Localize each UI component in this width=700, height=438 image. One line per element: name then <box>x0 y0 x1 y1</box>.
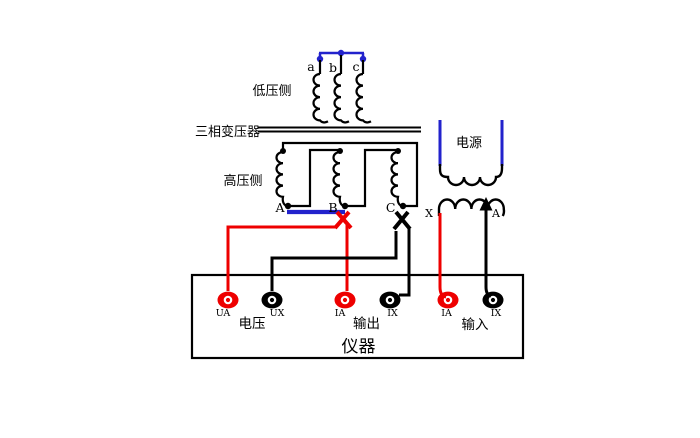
delta-link-b-to-c <box>345 148 396 208</box>
terminal-ua-hole <box>223 295 233 305</box>
lv-terminal-b-label: b <box>329 60 337 75</box>
delta-link-c-to-a <box>281 141 419 208</box>
high-voltage-section: A B C 高压侧 <box>223 141 419 215</box>
low-voltage-section: a b c 低压侧 <box>252 49 372 124</box>
power-source-label: 电源 <box>456 136 482 151</box>
lv-terminal-c-label: c <box>352 59 359 74</box>
terminal-a-dot <box>284 202 292 210</box>
terminal-ia-input-label: IA <box>441 308 452 319</box>
lv-windings <box>312 72 372 124</box>
junction-dot <box>280 148 286 154</box>
junction-dot <box>316 55 324 63</box>
hv-terminal-a-label: A <box>274 200 285 215</box>
junction-dot <box>337 49 345 57</box>
instrument-label: 仪器 <box>342 337 376 357</box>
terminal-ux-label: UX <box>270 308 285 319</box>
junction-dot <box>359 55 367 63</box>
hv-winding-c <box>390 150 404 208</box>
wire-c-to-ux <box>270 231 398 291</box>
instrument-box: UA UX IA IX IA IX 电压 输出 输入 仪器 <box>190 273 525 360</box>
terminal-b-dot <box>341 202 349 210</box>
lv-bus-junction-dots <box>316 49 367 63</box>
hv-winding-b <box>332 150 346 208</box>
terminal-ia-output <box>334 291 356 309</box>
output-group-label: 输出 <box>353 316 380 332</box>
voltage-group-label: 电压 <box>239 316 266 332</box>
wire-c-to-ix-output <box>399 229 411 297</box>
lv-winding-a <box>312 72 329 124</box>
junction-dot <box>337 148 343 154</box>
black-clip-c <box>392 210 412 231</box>
terminal-ix-output <box>379 291 401 309</box>
high-voltage-side-label: 高压侧 <box>223 173 262 189</box>
terminal-ix-input <box>482 291 504 309</box>
source-terminal-a-label: A <box>491 207 501 220</box>
terminal-ix-input-hole <box>488 295 498 305</box>
source-input-leads <box>438 120 504 166</box>
hv-windings <box>275 150 404 208</box>
terminal-ix-output-hole <box>385 295 395 305</box>
hv-junction-dots <box>280 148 407 210</box>
terminal-ia-input-hole <box>443 295 453 305</box>
wire-b-to-ua <box>226 225 337 291</box>
red-clip-b <box>333 210 353 230</box>
terminal-ux-hole <box>267 295 277 305</box>
wire-source-x-to-ia-input <box>438 213 447 299</box>
terminal-ua <box>217 291 239 309</box>
terminal-ix-input-label: IX <box>491 308 502 319</box>
terminal-ia-output-label: IA <box>335 308 346 319</box>
terminal-ia-output-hole <box>340 295 350 305</box>
low-voltage-side-label: 低压侧 <box>252 84 291 99</box>
input-group-label: 输入 <box>462 317 489 333</box>
source-primary-winding <box>438 164 504 187</box>
source-terminal-x-label: X <box>425 207 433 220</box>
lv-terminal-a-label: a <box>307 59 315 74</box>
hv-terminal-b-label: B <box>328 200 337 215</box>
hv-winding-a <box>275 150 289 208</box>
junction-dot <box>395 148 401 154</box>
delta-link-a-to-b <box>288 148 338 208</box>
transformer-core <box>258 126 421 133</box>
test-leads <box>226 197 493 299</box>
wire-source-a-to-ix-input <box>484 207 492 298</box>
instrument-terminals <box>217 291 504 309</box>
source-secondary-winding <box>437 198 506 217</box>
lv-winding-c <box>355 72 372 124</box>
terminal-ux <box>261 291 283 309</box>
power-source-section: 电源 X A <box>425 120 506 220</box>
instrument-terminal-labels: UA UX IA IX IA IX <box>216 308 502 319</box>
terminal-c-dot <box>399 202 407 210</box>
three-phase-transformer-label: 三相变压器 <box>195 124 260 140</box>
tap-arrow-icon <box>479 197 493 211</box>
hv-terminal-c-label: C <box>386 200 396 215</box>
terminal-ix-output-label: IX <box>387 308 398 319</box>
instrument-outline <box>190 273 525 360</box>
lv-winding-b <box>333 72 350 124</box>
lv-leads <box>318 55 365 74</box>
terminal-ua-label: UA <box>216 308 231 319</box>
